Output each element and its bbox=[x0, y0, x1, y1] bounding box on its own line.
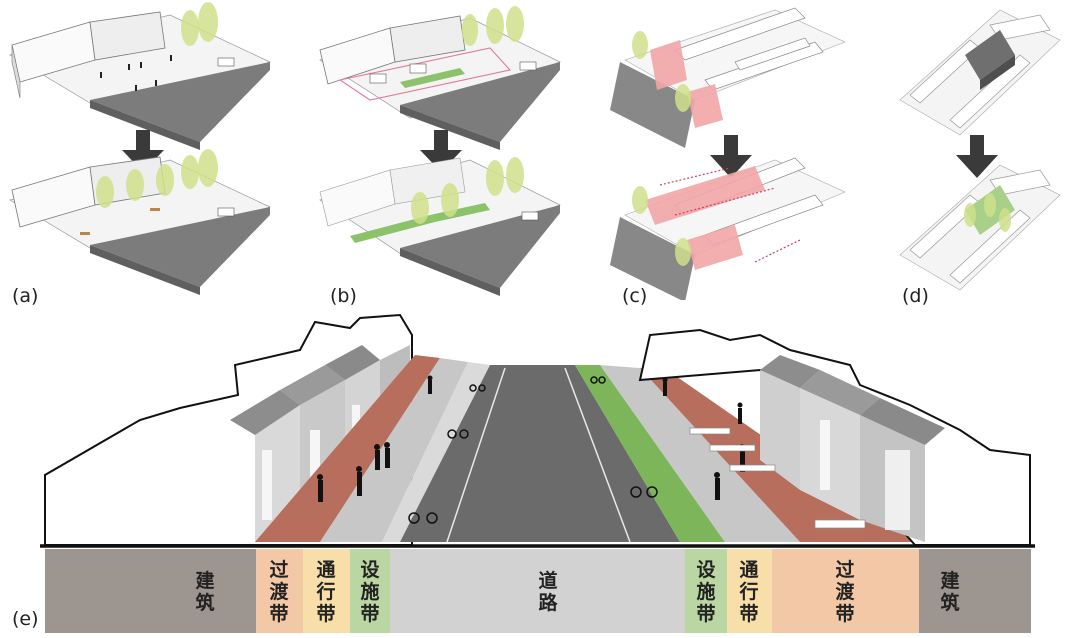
panel-c-label: (c) bbox=[622, 285, 648, 307]
zone-label-walkway-right: 通行带 bbox=[738, 559, 759, 625]
zone-label-road: 道路 bbox=[538, 569, 558, 614]
panel-a-before-block bbox=[9, 2, 271, 150]
zone-walkway-right bbox=[727, 549, 772, 633]
panel-d-before-block bbox=[899, 9, 1061, 136]
road-lane-line-right bbox=[564, 367, 631, 543]
panel-d-after-block bbox=[899, 164, 1061, 291]
panel-c-diagram bbox=[610, 7, 846, 300]
right-benches bbox=[689, 427, 866, 529]
zone-road bbox=[390, 549, 685, 633]
panel-d-diagram bbox=[899, 9, 1061, 291]
right-walkway bbox=[600, 365, 800, 542]
panel-c-before-block bbox=[610, 7, 846, 148]
zone-label-facility-left: 设施带 bbox=[360, 559, 379, 625]
zone-label-building-left: 建筑 bbox=[195, 569, 214, 614]
panel-a-after-block bbox=[9, 149, 271, 295]
panel-c-arrow bbox=[710, 135, 752, 178]
panel-b-label: (b) bbox=[330, 285, 357, 307]
zone-building-right bbox=[919, 549, 1031, 633]
panel-a-label: (a) bbox=[12, 285, 39, 307]
panel-a-diagram bbox=[9, 2, 271, 295]
zone-label-building-right: 建筑 bbox=[940, 569, 959, 614]
zone-facility-right bbox=[685, 549, 727, 633]
left-transition-paving bbox=[255, 355, 440, 542]
panel-d-arrow bbox=[956, 135, 998, 178]
right-facility-strip bbox=[575, 365, 725, 542]
road-surface bbox=[400, 365, 680, 542]
zone-walkway-left bbox=[303, 549, 350, 633]
road-lane-line-left bbox=[446, 367, 506, 543]
zone-bar: 建筑 过渡带 通行带 设施带 道路 设施带 通行带 过渡带 建筑 bbox=[45, 549, 1031, 633]
cyclist-silhouettes bbox=[408, 376, 658, 524]
panel-d-label: (d) bbox=[902, 285, 929, 307]
panel-b-after-block bbox=[319, 157, 561, 296]
right-building-facades bbox=[760, 355, 945, 542]
panel-e-label: (e) bbox=[12, 608, 39, 630]
zone-facility-left bbox=[350, 549, 390, 633]
zone-transition-left bbox=[256, 549, 303, 633]
zone-label-transition-left: 过渡带 bbox=[269, 559, 289, 625]
panel-b-before-block bbox=[319, 6, 561, 150]
zone-transition-right bbox=[772, 549, 919, 633]
panel-e-street-section: 建筑 过渡带 通行带 设施带 道路 设施带 通行带 过渡带 建筑 bbox=[40, 313, 1035, 633]
panel-b-diagram bbox=[319, 6, 561, 296]
zone-building-left bbox=[45, 549, 256, 633]
zone-label-facility-right: 设施带 bbox=[696, 559, 715, 625]
left-facility-strip bbox=[382, 362, 490, 542]
zone-label-transition-right: 过渡带 bbox=[835, 559, 855, 625]
zone-label-walkway-left: 通行带 bbox=[315, 559, 336, 625]
panel-c-after-block bbox=[610, 157, 846, 300]
